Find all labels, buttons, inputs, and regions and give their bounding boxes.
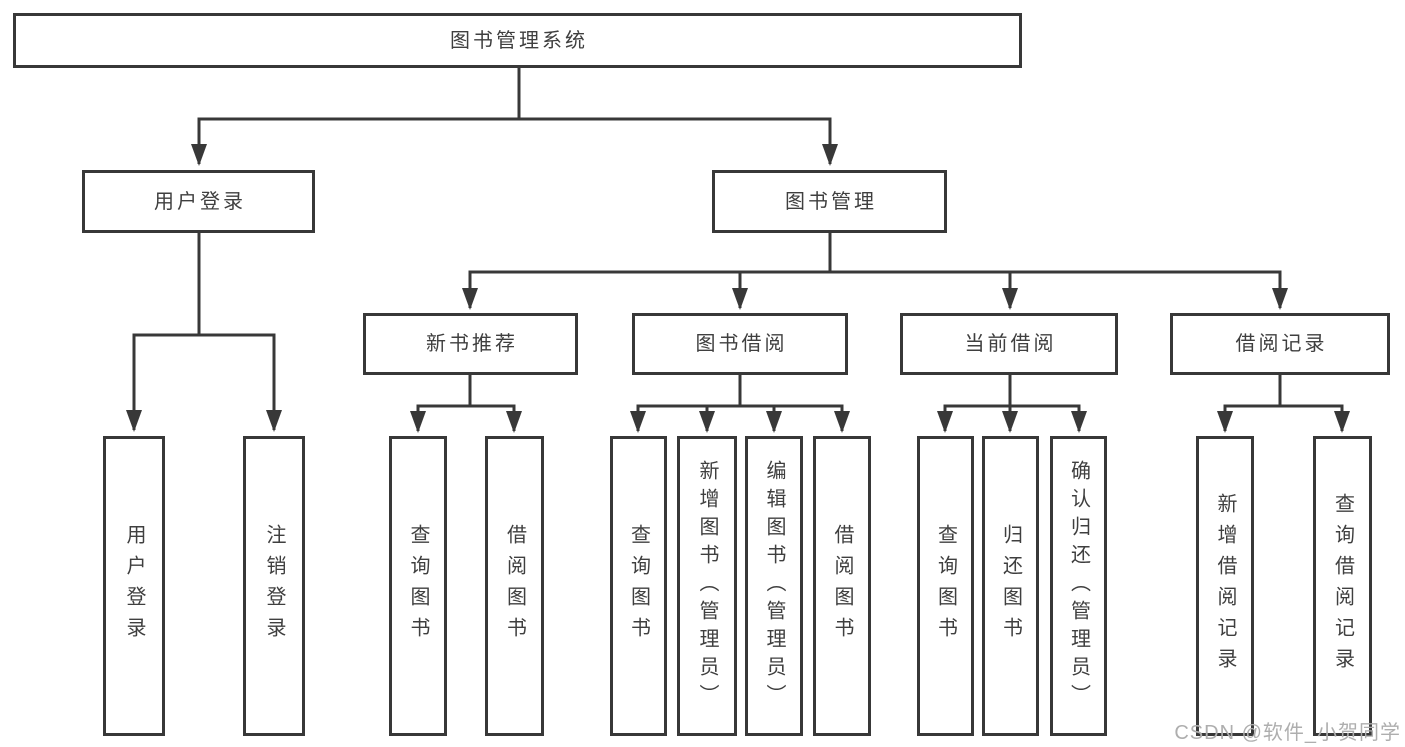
connector-borrow-edit bbox=[738, 375, 782, 433]
leaf-logout-label: 注销登录 bbox=[263, 524, 285, 648]
leaf-current-query-books-label: 查询图书 bbox=[934, 524, 957, 648]
leaf-user-login: 用户登录 bbox=[103, 436, 165, 736]
node-borrow-records-label: 借阅记录 bbox=[1235, 333, 1328, 355]
node-user-login: 用户登录 bbox=[82, 170, 315, 233]
leaf-edit-books-admin: 编辑图书（管理员） bbox=[745, 436, 803, 736]
connector-login-user-login bbox=[126, 233, 201, 432]
connector-borrow-borrow bbox=[738, 375, 850, 433]
connector-current-query bbox=[937, 375, 1012, 433]
connector-current-confirm bbox=[1008, 375, 1087, 433]
connector-mgmt-book-borrow bbox=[732, 233, 832, 310]
leaf-borrow-borrow-books-label: 借阅图书 bbox=[831, 524, 853, 648]
leaf-newbook-borrow-books-label: 借阅图书 bbox=[503, 524, 526, 648]
connector-root-book-management bbox=[517, 68, 838, 166]
leaf-user-login-label: 用户登录 bbox=[123, 524, 145, 648]
leaf-add-books-admin-label: 新增图书（管理员） bbox=[696, 460, 718, 712]
connector-records-query bbox=[1278, 375, 1350, 433]
leaf-confirm-return-admin: 确认归还（管理员） bbox=[1050, 436, 1107, 736]
connector-borrow-add bbox=[699, 375, 742, 433]
connector-borrow-query bbox=[630, 375, 742, 433]
node-book-borrow-label: 图书借阅 bbox=[695, 333, 788, 355]
leaf-query-borrow-record-label: 查询借阅记录 bbox=[1331, 493, 1354, 679]
node-current-borrow-label: 当前借阅 bbox=[964, 333, 1057, 355]
node-book-borrow: 图书借阅 bbox=[632, 313, 848, 375]
leaf-confirm-return-admin-label: 确认归还（管理员） bbox=[1067, 460, 1090, 712]
node-borrow-records: 借阅记录 bbox=[1170, 313, 1390, 375]
leaf-query-borrow-record: 查询借阅记录 bbox=[1313, 436, 1372, 736]
connector-records-add bbox=[1217, 375, 1282, 433]
leaf-add-borrow-record: 新增借阅记录 bbox=[1196, 436, 1254, 736]
leaf-return-books: 归还图书 bbox=[982, 436, 1039, 736]
node-library-system: 图书管理系统 bbox=[13, 13, 1022, 68]
leaf-current-query-books: 查询图书 bbox=[917, 436, 974, 736]
leaf-edit-books-admin-label: 编辑图书（管理员） bbox=[763, 460, 785, 712]
connector-mgmt-borrow-records bbox=[828, 233, 1288, 310]
node-book-management: 图书管理 bbox=[712, 170, 947, 233]
node-new-book-recommend: 新书推荐 bbox=[363, 313, 578, 375]
node-current-borrow: 当前借阅 bbox=[900, 313, 1118, 375]
leaf-newbook-query-books: 查询图书 bbox=[389, 436, 447, 736]
leaf-borrow-query-books-label: 查询图书 bbox=[627, 524, 650, 648]
leaf-borrow-borrow-books: 借阅图书 bbox=[813, 436, 871, 736]
leaf-return-books-label: 归还图书 bbox=[999, 524, 1022, 648]
connector-newbook-borrow bbox=[468, 375, 522, 433]
csdn-watermark: CSDN @软件_小贺同学 bbox=[1174, 722, 1401, 744]
node-user-login-label: 用户登录 bbox=[154, 190, 246, 213]
connector-login-logout bbox=[197, 233, 282, 432]
node-library-system-label: 图书管理系统 bbox=[450, 29, 588, 52]
leaf-add-borrow-record-label: 新增借阅记录 bbox=[1214, 493, 1236, 679]
leaf-newbook-query-books-label: 查询图书 bbox=[407, 524, 429, 648]
node-book-management-label: 图书管理 bbox=[785, 190, 877, 213]
connector-root-user-login bbox=[191, 68, 521, 166]
leaf-logout: 注销登录 bbox=[243, 436, 305, 736]
leaf-borrow-query-books: 查询图书 bbox=[610, 436, 667, 736]
node-new-book-recommend-label: 新书推荐 bbox=[426, 333, 518, 355]
connector-newbook-query bbox=[410, 375, 472, 433]
leaf-add-books-admin: 新增图书（管理员） bbox=[677, 436, 737, 736]
leaf-newbook-borrow-books: 借阅图书 bbox=[485, 436, 544, 736]
